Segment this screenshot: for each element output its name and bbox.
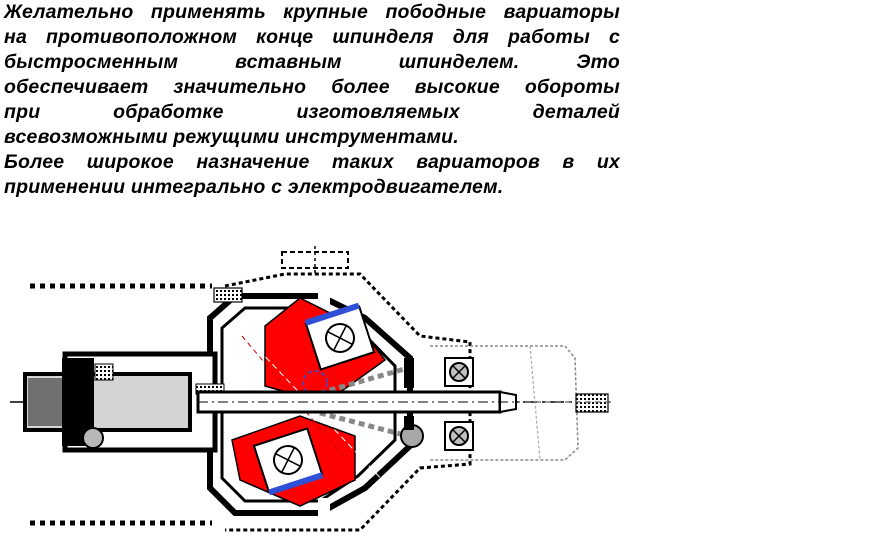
left-nut: [94, 363, 114, 381]
paragraph-2: Более широкое назначение таких вариаторо…: [4, 150, 620, 200]
top-dashed-box: [281, 251, 349, 269]
upper-bearing: [304, 302, 376, 371]
text-line: применении интегрально с электродвигател…: [4, 176, 504, 198]
text-line: обеспечивает значительно более высокие о…: [4, 76, 620, 98]
contact-circle: [302, 370, 328, 396]
text-line: при обработке изготовляемых деталей: [4, 101, 620, 123]
text-line: быстросменным вставным шпинделем. Это: [4, 51, 620, 73]
text-line: Более широкое назначение таких вариаторо…: [4, 151, 620, 173]
text-line: на противоположном конце шпинделя для ра…: [4, 26, 620, 48]
right-lower-bearing: [444, 421, 474, 451]
housing-gap-top: [318, 290, 330, 312]
lower-bearing: [252, 427, 324, 496]
left-shading: [28, 378, 62, 426]
top-screw: [213, 287, 243, 303]
dotted-casing: [224, 272, 472, 532]
right-upper-bearing: [444, 357, 474, 387]
housing-gap-bottom: [318, 498, 330, 520]
right-cone-dashed: [319, 365, 409, 439]
description-text: Желательно применять крупные пободные ва…: [4, 0, 620, 200]
variator-diagram: [10, 246, 615, 532]
right-clamp-lower: [404, 416, 414, 430]
text-line: Желательно применять крупные пободные ва…: [4, 1, 620, 23]
left-ball-bearing: [82, 427, 104, 449]
motor-end-line: [529, 345, 541, 461]
paragraph-1: Желательно применять крупные пободные ва…: [4, 0, 620, 150]
tail-screw: [575, 393, 609, 413]
right-clamp: [404, 358, 414, 388]
text-line: всевозможными режущими инструментами.: [4, 126, 459, 148]
